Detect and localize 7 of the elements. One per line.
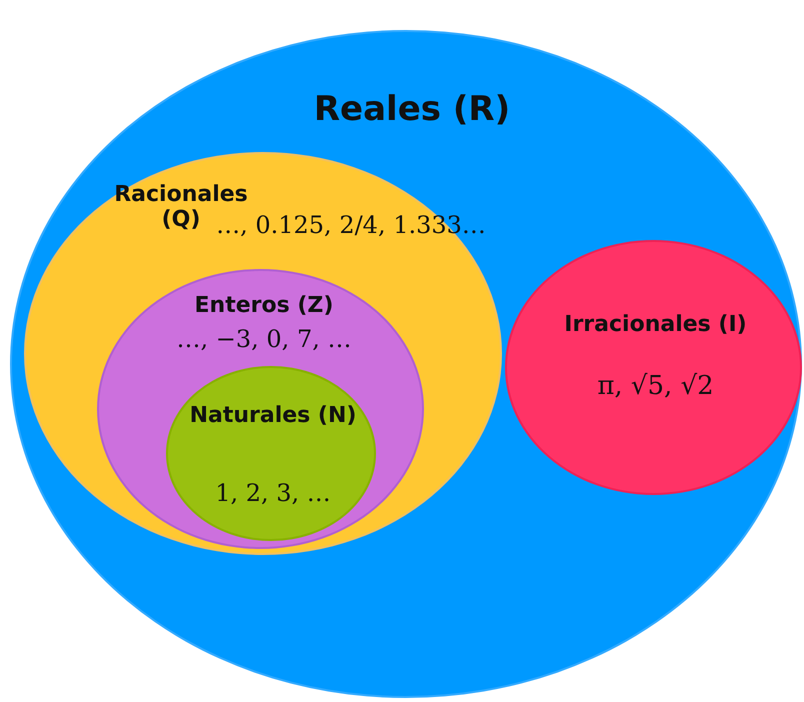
example-numbers: …, −3, 0, 7, … (176, 326, 352, 354)
example-numbers: 1, 2, 3, … (214, 480, 332, 508)
set-name: Enteros (Z) (194, 293, 334, 318)
set-name: Reales (R) (312, 90, 512, 130)
set-name: Naturales (N) (188, 403, 358, 428)
example-numbers: π, √5, √2 (596, 372, 715, 402)
set-name: Irracionales (I) (563, 312, 748, 338)
